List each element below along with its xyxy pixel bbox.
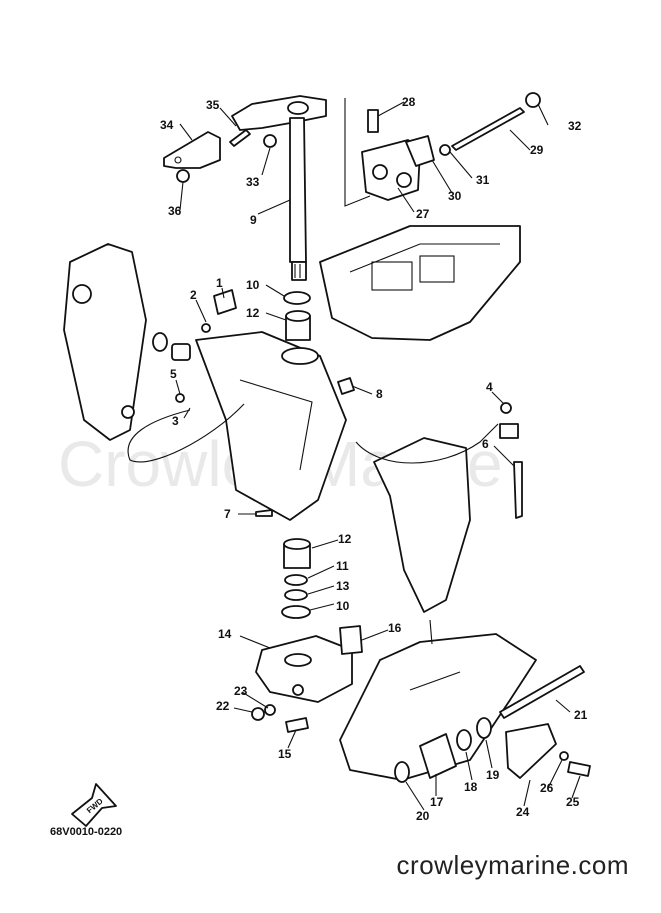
nut-33: [263, 134, 277, 148]
callout-3: 3: [172, 414, 179, 428]
callout-15: 15: [278, 747, 292, 761]
callout-35: 35: [206, 98, 220, 112]
washer-left: [152, 332, 168, 352]
callout-21: 21: [574, 708, 588, 722]
callout-2: 2: [190, 288, 197, 302]
nut-22: [251, 707, 265, 721]
callout-12-upper: 12: [246, 306, 260, 320]
switch-assembly-27: [361, 139, 421, 201]
bolt-28: [367, 109, 379, 133]
steering-shaft: [289, 117, 307, 281]
callout-18: 18: [464, 780, 478, 794]
diagram-code: 68V0010-0220: [50, 826, 123, 838]
steering-arm-bracket: [231, 95, 327, 131]
washer-26: [559, 751, 569, 761]
washer-11: [284, 574, 308, 586]
callout-6: 6: [482, 437, 489, 451]
mount-rubber-17: [419, 733, 457, 779]
clamp-bracket-left: [63, 243, 147, 441]
nut-36: [176, 169, 190, 183]
wire-harness-right: [355, 423, 519, 464]
callout-31: 31: [476, 173, 490, 187]
rod-29: [451, 107, 525, 151]
cap-32: [525, 92, 541, 108]
bottom-cowling: [319, 225, 521, 341]
screw-2: [201, 323, 211, 333]
washer-10-lower: [281, 605, 311, 619]
callout-20: 20: [416, 809, 430, 823]
washer-31: [439, 144, 451, 156]
bolt-35: [229, 129, 251, 147]
callout-30: 30: [448, 189, 462, 203]
callout-5: 5: [170, 367, 177, 381]
callout-11: 11: [336, 559, 349, 573]
bracket-16: [339, 625, 363, 655]
callout-4: 4: [486, 380, 493, 394]
callout-25: 25: [566, 795, 580, 809]
footer-site-name: crowleymarine.com: [396, 850, 629, 880]
bracket-30: [405, 135, 435, 167]
screw-5: [175, 393, 185, 403]
callout-29: 29: [530, 143, 544, 157]
callout-19: 19: [486, 768, 500, 782]
callout-17: 17: [430, 795, 444, 809]
cable-tie-6: [513, 461, 523, 519]
callout-12-lower: 12: [338, 532, 352, 546]
washer-13: [284, 589, 308, 601]
bolt-21: [499, 665, 585, 719]
cover-24: [505, 723, 557, 779]
callout-34: 34: [160, 118, 174, 132]
side-bracket-34: [163, 131, 221, 169]
swivel-bracket: [195, 331, 347, 521]
callout-1: 1: [216, 276, 223, 290]
callout-14: 14: [218, 627, 232, 641]
bushing-12-upper: [285, 310, 311, 341]
bushing-12-lower: [283, 538, 311, 569]
wire-lead-3: [127, 403, 245, 463]
callout-32: 32: [568, 119, 582, 133]
callout-24: 24: [516, 805, 530, 819]
callout-16: 16: [388, 621, 402, 635]
clip-15: [285, 717, 309, 733]
bolt-25: [567, 761, 591, 777]
lower-mount-14: [255, 635, 353, 703]
bolt-4: [500, 402, 512, 414]
callout-22: 22: [216, 699, 230, 713]
callout-36: 36: [168, 204, 182, 218]
callout-7: 7: [224, 507, 231, 521]
screw-7: [255, 509, 273, 517]
callout-13: 13: [336, 579, 350, 593]
callout-9: 9: [250, 213, 257, 227]
washer-18: [456, 729, 472, 751]
washer-10-upper: [283, 291, 311, 305]
callout-33: 33: [246, 175, 260, 189]
nut-8: [337, 377, 355, 395]
callout-26: 26: [540, 781, 554, 795]
upper-casing: [339, 619, 537, 781]
fwd-arrow-icon: FWD: [71, 783, 117, 827]
callout-10-lower: 10: [336, 599, 350, 613]
callout-10-upper: 10: [246, 278, 260, 292]
washer-19: [476, 717, 492, 739]
clip-1: [213, 289, 237, 315]
bushing-left: [171, 343, 191, 361]
assembly-bracket-line: [344, 98, 371, 207]
callout-27: 27: [416, 207, 430, 221]
leader-lines: [175, 101, 581, 811]
clamp-bracket-right: [373, 437, 471, 613]
callout-23: 23: [234, 684, 248, 698]
callout-8: 8: [376, 387, 383, 401]
washer-20: [394, 761, 410, 783]
callout-28: 28: [402, 95, 416, 109]
